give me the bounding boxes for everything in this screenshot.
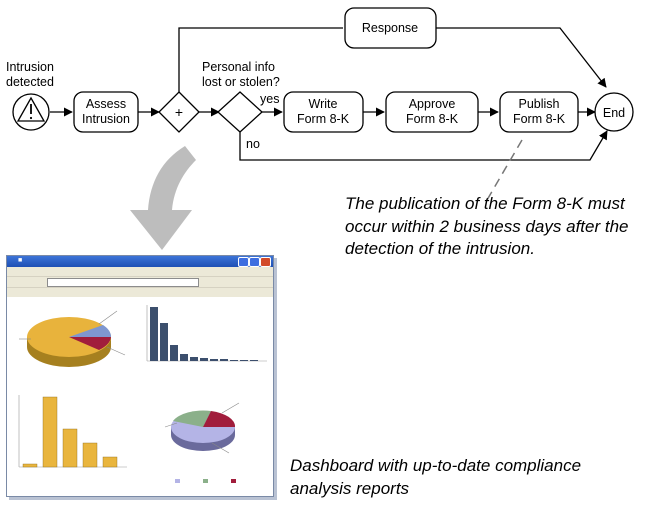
svg-text:detected: detected [6,75,54,89]
svg-text:yes: yes [260,92,279,106]
address-bar [47,278,199,287]
svg-text:Publish: Publish [519,97,560,111]
task-write-form-8k: Write Form 8-K [283,91,364,133]
pie-chart-top-left [19,310,126,367]
minimize-icon [238,257,249,267]
curved-flow-arrow [130,146,196,250]
svg-text:Form 8-K: Form 8-K [406,112,459,126]
deadline-annotation: The publication of the Form 8-K must occ… [345,194,629,258]
svg-text:Response: Response [362,21,418,35]
svg-text:Write: Write [309,97,338,111]
bookmarks-bar [7,287,273,297]
task-publish-form-8k: Publish Form 8-K [499,91,579,133]
maximize-icon [249,257,260,267]
bar-chart-bottom-left [18,395,127,468]
pie-chart-bottom-right [164,402,240,483]
svg-text:no: no [246,137,260,151]
svg-text:lost or stolen?: lost or stolen? [202,75,280,89]
svg-text:Form 8-K: Form 8-K [297,112,350,126]
start-event-intrusion: Intrusion detected [6,60,54,131]
svg-text:+: + [175,104,183,120]
end-event: End [594,92,634,132]
svg-text:Assess: Assess [86,97,126,111]
svg-text:Approve: Approve [409,97,456,111]
browser-title: ■ [18,257,23,264]
dashboard-screenshot: ■ [6,255,274,497]
task-assess-intrusion: Assess Intrusion [73,91,139,133]
exclusive-gateway-personal-info: Personal info lost or stolen? yes no [202,60,280,151]
browser-title-bar: ■ [7,256,273,267]
browser-menu-bar [7,267,273,276]
browser-nav-bar [7,276,273,287]
sequence-flows [50,27,608,201]
dashboard-content [7,297,273,496]
bar-chart-top-right [146,305,267,362]
svg-text:Intrusion: Intrusion [82,112,130,126]
parallel-gateway: + [158,91,200,133]
svg-text:Intrusion: Intrusion [6,60,54,74]
svg-text:Personal info: Personal info [202,60,275,74]
close-icon [260,257,271,267]
task-approve-form-8k: Approve Form 8-K [385,91,479,133]
task-response: Response [344,7,437,49]
warning-icon [16,96,46,122]
dashboard-caption: Dashboard with up-to-date compliance ana… [290,456,582,498]
svg-text:Form 8-K: Form 8-K [513,112,566,126]
svg-text:End: End [603,106,625,120]
